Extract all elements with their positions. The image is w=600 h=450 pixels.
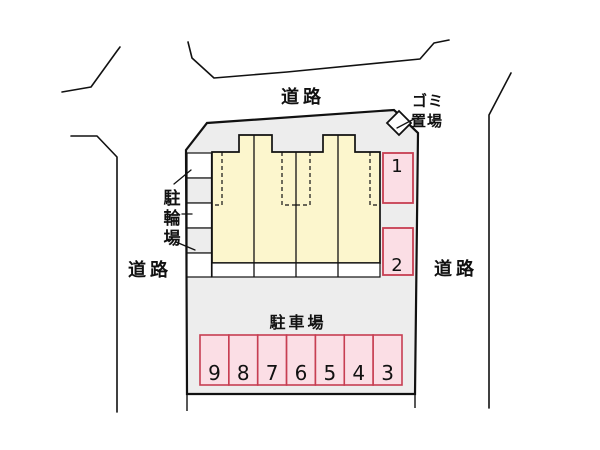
parking-space-2-rect bbox=[382, 227, 414, 276]
upper-floor-dashed-outline bbox=[281, 152, 296, 206]
bicycle-stall-gap bbox=[186, 177, 213, 204]
road-label-top: 道路 bbox=[281, 86, 325, 108]
parking-space-1-rect bbox=[382, 152, 414, 204]
bicycle-leader-line bbox=[175, 241, 196, 251]
bicycle-leader-line bbox=[173, 169, 192, 185]
bicycle-stall-gap bbox=[186, 227, 213, 254]
parking-space-number: 6 bbox=[295, 361, 308, 385]
parking-space-number: 7 bbox=[266, 361, 279, 385]
road-label-right: 道路 bbox=[434, 258, 478, 280]
parking-space-number: 8 bbox=[237, 361, 250, 385]
parking-space-number: 3 bbox=[381, 361, 394, 385]
parking-space-1: 1 bbox=[382, 152, 414, 204]
parking-space-number: 4 bbox=[352, 361, 365, 385]
road-edge-top-left bbox=[61, 46, 121, 93]
parking-space-4 bbox=[343, 334, 374, 386]
parking-space-2: 2 bbox=[382, 227, 414, 276]
bicycle-stall bbox=[186, 252, 213, 278]
upper-floor-dashed-outline bbox=[212, 152, 223, 206]
parking-space-8 bbox=[228, 334, 259, 386]
parking-space-number: 5 bbox=[323, 361, 336, 385]
parking-space-number: 1 bbox=[391, 156, 402, 177]
road-label-left: 道路 bbox=[128, 259, 172, 281]
upper-floor-dashed-outline bbox=[296, 152, 311, 206]
parking-lot-label: 駐車場 bbox=[269, 313, 326, 332]
road-edge-top bbox=[187, 39, 450, 79]
garbage-label-line1: ゴミ bbox=[412, 92, 444, 110]
upper-floor-dashed-outline bbox=[369, 152, 380, 206]
road-edge-right bbox=[488, 72, 512, 409]
parking-space-5 bbox=[314, 334, 346, 386]
garbage-label-line2: 置場 bbox=[411, 112, 443, 130]
garbage-leader-line bbox=[396, 118, 415, 129]
parking-space-number: 9 bbox=[208, 361, 221, 385]
garbage-area-marker bbox=[385, 109, 413, 137]
road-edge-left bbox=[70, 135, 118, 413]
bicycle-parking-stalls bbox=[186, 152, 213, 278]
parking-space-6 bbox=[285, 334, 317, 386]
parking-space-3 bbox=[372, 334, 403, 386]
bicycle-label-char: 駐 bbox=[164, 188, 181, 209]
bicycle-stall bbox=[186, 202, 213, 229]
bicycle-label-char: 輪 bbox=[164, 208, 182, 229]
bicycle-parking-label: 駐 輪 場 bbox=[164, 188, 182, 249]
parking-space-number: 2 bbox=[391, 255, 402, 276]
bicycle-label-char: 場 bbox=[164, 229, 181, 249]
bicycle-stall bbox=[186, 152, 213, 179]
